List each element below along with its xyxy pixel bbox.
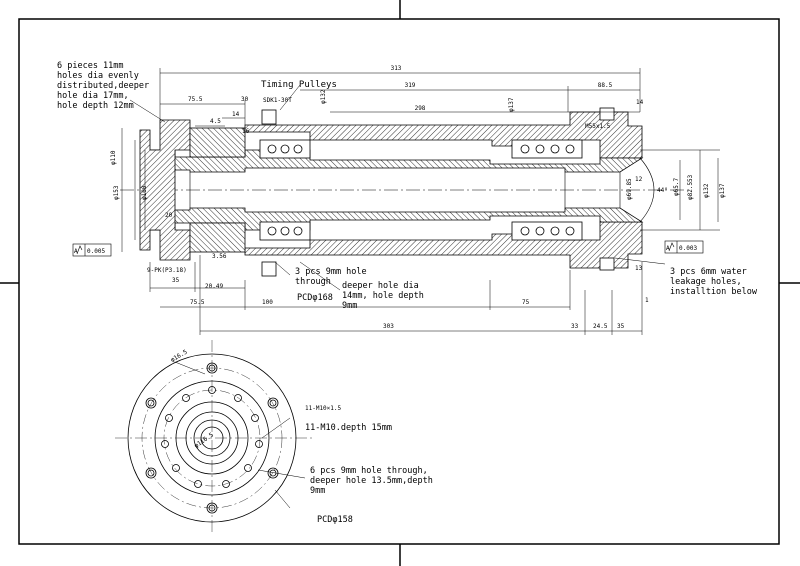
dim-35b: 35 (617, 323, 625, 330)
flange-threaded-holes (161, 386, 263, 488)
rear-bearing-lower (259, 221, 311, 241)
dim-298: 298 (415, 105, 426, 112)
water-leakage-note: 3 pcs 6mm water leakage holes, installti… (670, 267, 758, 297)
dim-angle-44: 44° (657, 187, 668, 194)
datum-box-left (72, 243, 112, 257)
svg-text:3 pcs 6mm water: 3 pcs 6mm water (670, 267, 747, 277)
flange-thread-pcd (163, 389, 261, 487)
dim-24-5: 24.5 (593, 323, 608, 330)
flange-hole-note-1: 6 pcs 9mm hole through, (310, 466, 428, 476)
datum-a-right: A (666, 245, 670, 252)
front-bearing-upper (511, 139, 583, 159)
dim-phi132: φ132 (703, 183, 710, 198)
dim-20-49: 20.49 (205, 283, 223, 290)
label-sdk: SDK1-30T (263, 97, 292, 104)
spindle-section-view (120, 107, 690, 277)
tol-0-005: 0.005 (87, 248, 105, 255)
dim-13: 13 (635, 265, 643, 272)
deeper-hole-note: deeper hole dia 14mm, hole depth 9mm (342, 281, 424, 311)
datum-box-right (664, 240, 704, 254)
dim-phi137: φ137 (719, 183, 726, 198)
dim-319: 319 (405, 82, 416, 89)
flange-pcd-circle (141, 367, 283, 509)
dim-16: 16 (242, 128, 250, 135)
flange-bore-outer (185, 411, 239, 465)
svg-text:hole dia 17mm,: hole dia 17mm, (57, 91, 129, 101)
dim-35: 35 (172, 277, 180, 284)
screw-top-right (599, 107, 615, 121)
flange-bore-inner (200, 426, 224, 450)
flange-hole-note-3: 9mm (310, 486, 325, 496)
dim-100: 100 (262, 299, 273, 306)
screw-bottom-right (599, 257, 615, 271)
dim-12: 12 (635, 176, 643, 183)
dim-phi153: φ153 (113, 185, 120, 200)
svg-text:hole depth 12mm: hole depth 12mm (57, 101, 134, 111)
drawing-frame (18, 18, 780, 545)
dim-phi140: φ132 (320, 89, 327, 104)
label-m55: M55x1.5 (585, 123, 611, 130)
dim-14: 14 (636, 99, 644, 106)
svg-text:holes dia evenly: holes dia evenly (57, 71, 139, 81)
rear-bearing-upper (259, 139, 311, 159)
flange-boss (175, 401, 249, 475)
flange-outer-rim (127, 353, 297, 523)
section-text: 313 319 88.5 298 14 75.5 30 4.5 14 16 SD… (74, 65, 726, 330)
dim-33: 33 (571, 323, 579, 330)
flange-text: 11-M10×1.5 11-M10.depth 15mm 6 pcs 9mm h… (170, 348, 433, 525)
svg-text:installtion below: installtion below (670, 287, 758, 297)
dim-88-5: 88.5 (598, 82, 613, 89)
screw-top-left (261, 109, 277, 125)
svg-text:leakage holes,: leakage holes, (670, 277, 742, 287)
flange-hole-note-2: deeper hole 13.5mm,depth (310, 476, 433, 486)
front-bearing-lower (511, 221, 583, 241)
dim-14b: 14 (232, 111, 240, 118)
pulley-lower (189, 222, 246, 253)
dim-75: 75 (522, 299, 530, 306)
hole-note-top-left: 6 pieces 11mm holes dia evenly distribut… (57, 61, 149, 111)
timing-pulleys-label: Timing Pulleys (261, 80, 337, 90)
datum-a-left: A (74, 248, 78, 255)
tol-0-003: 0.003 (679, 245, 697, 252)
svg-text:deeper hole dia: deeper hole dia (342, 281, 419, 291)
label-pk: 9-PK(P3.18) (147, 267, 187, 274)
pulley-upper (189, 127, 246, 158)
flange-inner-step (154, 380, 270, 496)
svg-text:9mm: 9mm (342, 301, 357, 311)
dim-3-56: 3.56 (212, 253, 227, 260)
svg-text:3 pcs 9mm hole: 3 pcs 9mm hole (295, 267, 367, 277)
section-dimension-lines (121, 68, 720, 335)
screw-bottom-left (261, 261, 277, 277)
through-hole-note: 3 pcs 9mm hole through (295, 267, 367, 287)
dim-phi69: φ69.85 (626, 178, 633, 200)
dim-phi65: φ65.7 (673, 178, 680, 196)
dim-4-5: 4.5 (210, 118, 221, 125)
flange-end-view (115, 340, 315, 535)
dim-1: 1 (645, 297, 649, 304)
svg-text:distributed,deeper: distributed,deeper (57, 81, 149, 91)
flange-outer-holes (145, 362, 279, 514)
label-m10: 11-M10×1.5 (305, 405, 342, 412)
front-flange (139, 119, 191, 261)
pcd-158-label: PCDφ158 (317, 515, 353, 525)
dim-phi16-5: φ16.5 (170, 348, 189, 363)
thread-note: 11-M10.depth 15mm (305, 423, 392, 433)
pcd-168-label: PCDφ168 (297, 293, 333, 303)
dim-phi82: φ82.553 (687, 174, 694, 200)
dim-phi100: φ100 (141, 185, 148, 200)
dim-phi110: φ110 (110, 150, 117, 165)
dim-75-5-bottom: 75.5 (190, 299, 205, 306)
dim-phi140b: φ137 (508, 97, 515, 112)
dim-20: 20 (165, 212, 173, 219)
svg-text:6 pieces 11mm: 6 pieces 11mm (57, 61, 124, 71)
svg-text:through: through (295, 277, 331, 287)
dim-313: 313 (391, 65, 402, 72)
dim-303: 303 (383, 323, 394, 330)
dim-30: 30 (241, 96, 249, 103)
dim-75-5-top: 75.5 (188, 96, 203, 103)
svg-text:14mm, hole depth: 14mm, hole depth (342, 291, 424, 301)
flange-bore (193, 419, 231, 457)
